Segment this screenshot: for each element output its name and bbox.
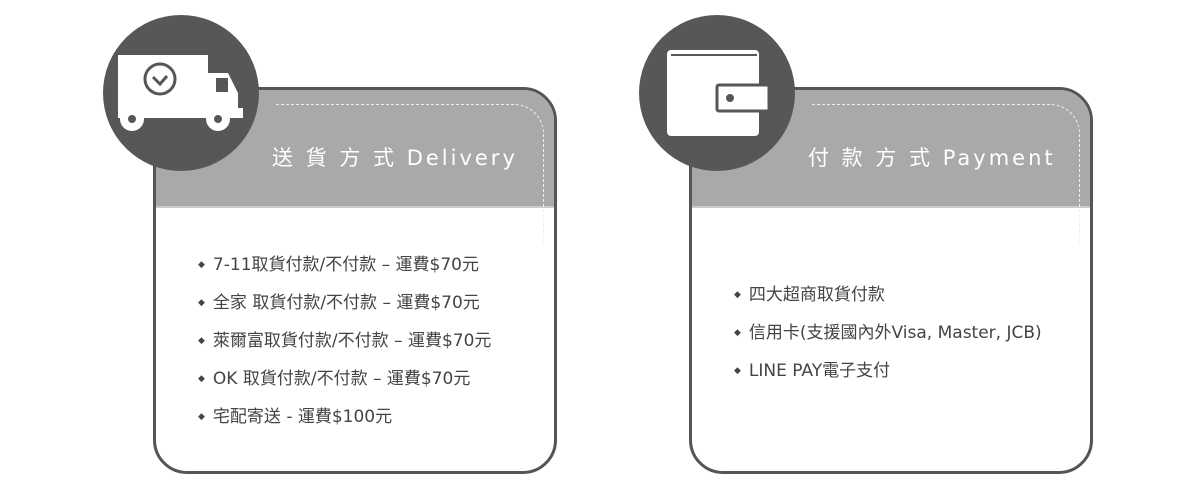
payment-title: 付 款 方 式 Payment: [808, 146, 1056, 170]
truck-clock-icon: [103, 15, 259, 171]
list-item: 7-11取貨付款/不付款 – 運費$70元: [198, 246, 491, 284]
list-item: 信用卡(支援國內外Visa, Master, JCB): [734, 314, 1042, 352]
list-item: 四大超商取貨付款: [734, 276, 1042, 314]
dashed-border: [276, 104, 544, 245]
list-item: OK 取貨付款/不付款 – 運費$70元: [198, 360, 491, 398]
wallet-icon: [639, 15, 795, 171]
dashed-border: [812, 104, 1080, 245]
delivery-list: 7-11取貨付款/不付款 – 運費$70元 全家 取貨付款/不付款 – 運費$7…: [198, 246, 491, 436]
payment-card: 付 款 方 式 Payment 四大超商取貨付款 信用卡(支援國內外Visa, …: [689, 87, 1093, 474]
list-item: 萊爾富取貨付款/不付款 – 運費$70元: [198, 322, 491, 360]
list-item: 全家 取貨付款/不付款 – 運費$70元: [198, 284, 491, 322]
list-item: LINE PAY電子支付: [734, 352, 1042, 390]
list-item: 宅配寄送 - 運費$100元: [198, 398, 491, 436]
payment-list: 四大超商取貨付款 信用卡(支援國內外Visa, Master, JCB) LIN…: [734, 276, 1042, 390]
delivery-title: 送 貨 方 式 Delivery: [272, 146, 518, 170]
